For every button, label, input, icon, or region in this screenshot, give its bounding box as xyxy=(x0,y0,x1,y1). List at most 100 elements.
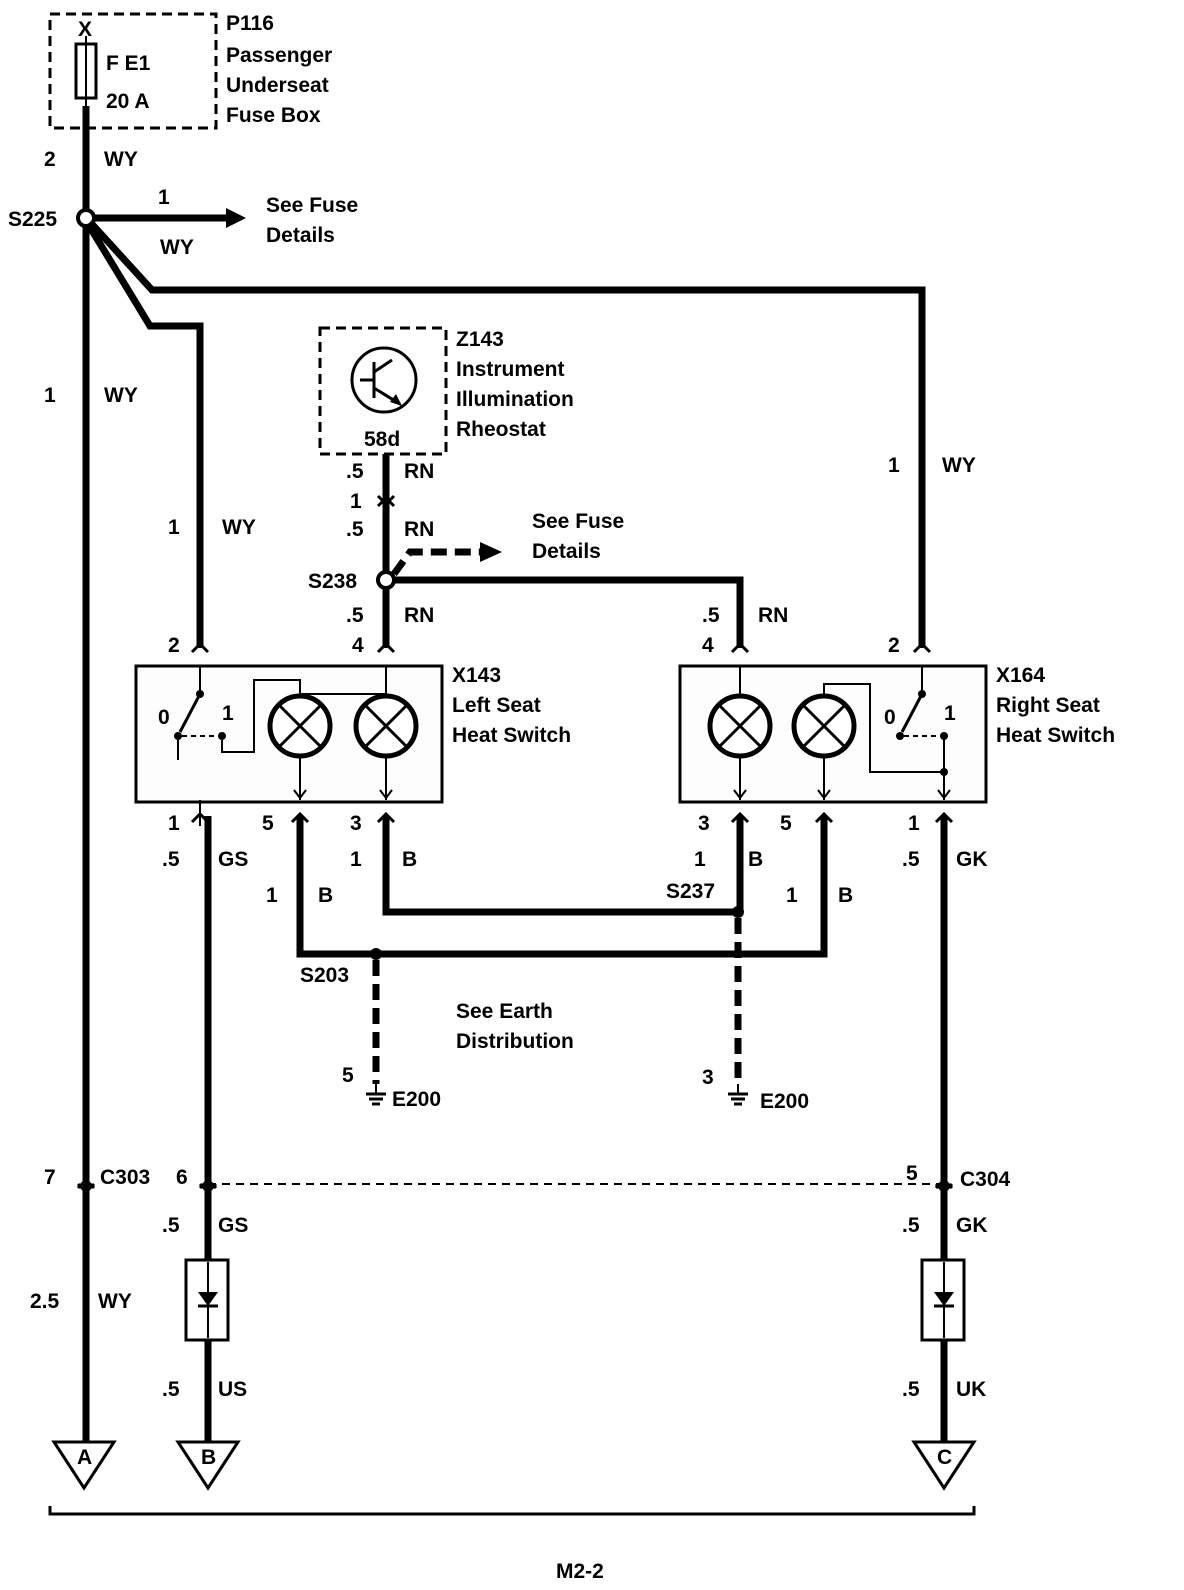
left-out5-color: B xyxy=(318,884,333,907)
page-reference: M2-2 xyxy=(48,1506,976,1583)
c304-pin: 5 xyxy=(906,1162,918,1185)
left-out3-color: B xyxy=(402,848,417,871)
s203-label: S203 xyxy=(300,964,349,987)
s225-branch-size: 1 xyxy=(158,186,170,209)
rheostat-name-2: Illumination xyxy=(456,388,574,411)
right-out1-size: .5 xyxy=(902,848,920,871)
rheostat-name-1: Instrument xyxy=(456,358,565,381)
s237-label: S237 xyxy=(666,880,715,903)
e-right-label: E200 xyxy=(760,1090,809,1113)
diode-icon xyxy=(920,1258,966,1342)
b-in-color: GS xyxy=(218,1214,248,1237)
right-switch-name-2: Heat Switch xyxy=(996,724,1115,747)
rheostat-out-size: .5 xyxy=(346,460,364,483)
rheostat-name-3: Rheostat xyxy=(456,418,546,441)
arrow-right-icon xyxy=(226,208,246,228)
right-out3-color: B xyxy=(748,848,763,871)
right-out5-size: 1 xyxy=(786,884,798,907)
main-wire-size: 1 xyxy=(44,384,56,407)
lower-section: .5 GS .5 GK 2.5 WY .5 US .5 UK xyxy=(30,1214,988,1401)
terminal-a: A xyxy=(77,1446,92,1469)
rheostat-out-color: RN xyxy=(404,460,434,483)
right-seat-heat-switch: 4 2 0 1 X164 Right Seat Heat Switch 3 5 … xyxy=(678,634,1115,835)
c303-pin-b: 6 xyxy=(176,1166,188,1189)
left-switch-ref: X143 xyxy=(452,664,501,687)
b-out-size: .5 xyxy=(162,1378,180,1401)
rheostat-z143: 58d Z143 Instrument Illumination Rheosta… xyxy=(318,326,574,456)
output-wires: .5 GS 1 B 1 B 1 B 1 B .5 GK xyxy=(162,816,988,1450)
left-seat-heat-switch: 2 4 0 1 X143 Left Seat Heat Switch 1 5 xyxy=(134,634,571,835)
left-out5-size: 1 xyxy=(266,884,278,907)
right-out3-size: 1 xyxy=(694,848,706,871)
e-left-label: E200 xyxy=(392,1088,441,1111)
c-out-color: UK xyxy=(956,1378,986,1401)
a-size: 2.5 xyxy=(30,1290,60,1313)
rheostat-connector-pin: 1 xyxy=(350,490,362,513)
s238-right-color: RN xyxy=(758,604,788,627)
connectors: 7 C303 6 5 C304 xyxy=(44,1162,1011,1195)
terminal-b-icon xyxy=(175,1440,241,1491)
right-pos-0: 0 xyxy=(884,706,896,729)
c304-label: C304 xyxy=(960,1168,1011,1191)
rheostat-pin: 58d xyxy=(364,428,400,451)
s238-in-size: .5 xyxy=(346,518,364,541)
s238-see-1: See Fuse xyxy=(532,510,624,533)
right-pin-out-5: 5 xyxy=(780,812,792,835)
left-pin-in-2: 2 xyxy=(168,634,180,657)
main-wire-color: WY xyxy=(104,384,138,407)
terminal-c-icon xyxy=(911,1440,977,1491)
right-pin-out-3: 3 xyxy=(698,812,710,835)
e-right-pin: 3 xyxy=(702,1066,714,1089)
left-pos-1: 1 xyxy=(222,702,234,725)
left-sw-feed-size: 1 xyxy=(168,516,180,539)
terminal-c: C xyxy=(937,1446,952,1469)
splice-s238 xyxy=(376,570,396,590)
c303-pin-a: 7 xyxy=(44,1166,56,1189)
fuse-id: F E1 xyxy=(106,52,151,75)
right-out1-color: GK xyxy=(956,848,988,871)
right-sw-feed-color: WY xyxy=(942,454,976,477)
left-out1-size: .5 xyxy=(162,848,180,871)
left-sw-feed-color: WY xyxy=(222,516,256,539)
right-sw-feed-size: 1 xyxy=(888,454,900,477)
earth-see-1: See Earth xyxy=(456,1000,553,1023)
diode-icon xyxy=(184,1258,230,1342)
c-out-size: .5 xyxy=(902,1378,920,1401)
left-pin-out-3: 3 xyxy=(350,812,362,835)
terminals: A B C xyxy=(51,1440,977,1491)
terminal-b: B xyxy=(201,1446,216,1469)
fuse-box-name-3: Fuse Box xyxy=(226,104,321,127)
fuse-box-name-1: Passenger xyxy=(226,44,332,67)
earth-see-2: Distribution xyxy=(456,1030,574,1053)
rn-wire: .5 RN 1 .5 RN S238 See Fuse Details .5 R… xyxy=(308,454,788,648)
e-left-pin: 5 xyxy=(342,1064,354,1087)
s238-in-color: RN xyxy=(404,518,434,541)
left-pin-in-4: 4 xyxy=(352,634,364,657)
right-pin-in-4: 4 xyxy=(702,634,714,657)
left-switch-name-1: Left Seat xyxy=(452,694,541,717)
left-out3-size: 1 xyxy=(350,848,362,871)
s225-label: S225 xyxy=(8,208,57,231)
left-pos-0: 0 xyxy=(158,706,170,729)
fuse-box-ref: P116 xyxy=(226,12,274,35)
a-color: WY xyxy=(98,1290,132,1313)
arrow-right-icon xyxy=(480,542,502,562)
right-pin-out-1: 1 xyxy=(908,812,920,835)
b-in-size: .5 xyxy=(162,1214,180,1237)
fuse-box-pin: X xyxy=(78,18,92,41)
left-switch-name-2: Heat Switch xyxy=(452,724,571,747)
s225-branch-color: WY xyxy=(160,236,194,259)
s238-label: S238 xyxy=(308,570,357,593)
fuse-box-name-2: Underseat xyxy=(226,74,329,97)
ground-icon xyxy=(366,1084,386,1106)
splice-s225: S225 1 WY See Fuse Details 1 WY 1 WY xyxy=(8,186,976,648)
s238-see-2: Details xyxy=(532,540,601,563)
c-in-color: GK xyxy=(956,1214,988,1237)
right-pos-1: 1 xyxy=(944,702,956,725)
fuse-out-color: WY xyxy=(104,148,138,171)
left-pin-out-1: 1 xyxy=(168,812,180,835)
s225-see-2: Details xyxy=(266,224,335,247)
ground-icon xyxy=(728,1084,748,1106)
fuse-rating: 20 A xyxy=(106,90,150,113)
